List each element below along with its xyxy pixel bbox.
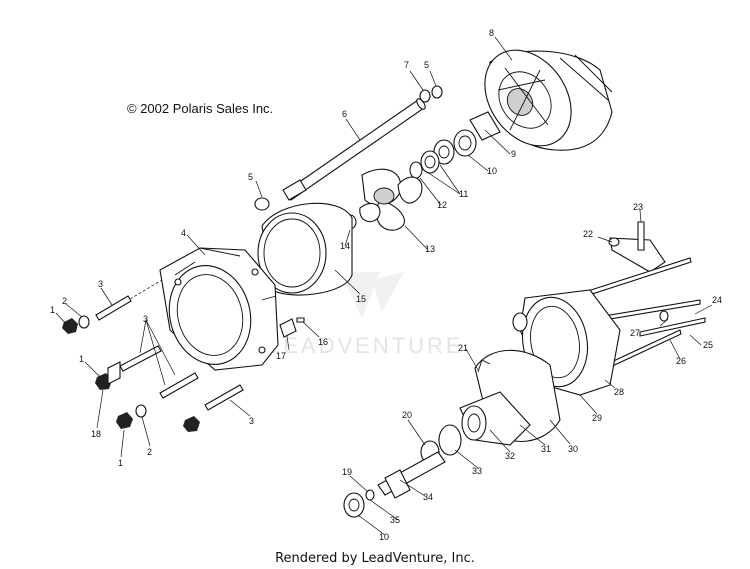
callout-c28: 28 xyxy=(614,387,624,397)
callout-c10b: 10 xyxy=(379,532,389,542)
callout-c22: 22 xyxy=(583,229,593,239)
callout-c2a: 2 xyxy=(62,296,67,306)
o-ring-part-5-top xyxy=(431,85,443,99)
callout-c29: 29 xyxy=(592,413,602,423)
callout-c33: 33 xyxy=(472,466,482,476)
leader-lines xyxy=(55,36,713,536)
bearing-part-35 xyxy=(343,492,365,518)
callout-c13: 13 xyxy=(425,244,435,254)
ring-part-7 xyxy=(419,89,431,103)
callout-c18: 18 xyxy=(91,429,101,439)
wear-ring-part xyxy=(257,202,353,296)
bracket-part xyxy=(608,221,666,273)
callout-c5b: 5 xyxy=(248,172,253,182)
nuts-washers-part xyxy=(62,315,200,432)
callout-c11: 11 xyxy=(459,189,468,199)
callout-c3b: 3 xyxy=(143,314,148,324)
callout-c16: 16 xyxy=(318,337,328,347)
callout-c2b: 2 xyxy=(147,447,152,457)
o-ring-part-5-mid xyxy=(254,197,270,211)
callout-c9: 9 xyxy=(511,149,516,159)
spacer-screw-part xyxy=(279,317,305,338)
bearing-carrier-part xyxy=(459,391,531,446)
callout-c14: 14 xyxy=(340,241,350,251)
callout-c17: 17 xyxy=(276,351,286,361)
drive-shaft-part xyxy=(282,98,426,201)
watermark-text: LEADVENTURE xyxy=(268,333,464,358)
callout-c19: 19 xyxy=(342,467,352,477)
footer-credit: Rendered by LeadVenture, Inc. xyxy=(275,551,475,566)
bearings-seals-part xyxy=(409,129,477,179)
output-shaft-part xyxy=(377,451,446,499)
callout-c24: 24 xyxy=(712,295,722,305)
callout-c1a: 1 xyxy=(50,305,55,315)
callout-c15: 15 xyxy=(356,294,366,304)
callout-c26: 26 xyxy=(676,356,686,366)
callout-c30: 30 xyxy=(568,444,578,454)
callout-c32: 32 xyxy=(505,451,515,461)
watermark-logo xyxy=(340,272,404,318)
callout-c8a: 8 xyxy=(489,28,494,38)
callout-c4: 4 xyxy=(181,228,186,238)
pump-housing-part xyxy=(469,49,613,151)
callout-c1c: 1 xyxy=(118,458,123,468)
copyright-text: © 2002 Polaris Sales Inc. xyxy=(127,101,274,116)
callout-c21: 21 xyxy=(458,343,468,353)
callout-c1b: 1 xyxy=(79,354,84,364)
o-ring-part-33 xyxy=(438,424,462,456)
callout-c5a: 5 xyxy=(424,60,429,70)
callout-c6: 6 xyxy=(342,109,347,119)
callout-c35: 35 xyxy=(390,515,400,525)
callout-c27: 27 xyxy=(630,328,640,338)
impeller-part xyxy=(359,168,423,231)
callout-c23: 23 xyxy=(633,202,643,212)
callout-c12: 12 xyxy=(437,200,447,210)
callout-c31: 31 xyxy=(541,444,551,454)
callout-c3a: 3 xyxy=(98,279,103,289)
stator-housing-part xyxy=(159,247,279,371)
callout-c34: 34 xyxy=(423,492,433,502)
callout-c3c: 3 xyxy=(249,416,254,426)
studs-part xyxy=(95,279,244,411)
callout-c25: 25 xyxy=(703,340,713,350)
callout-c7: 7 xyxy=(404,60,409,70)
callout-c20: 20 xyxy=(402,410,412,420)
callout-c10a: 10 xyxy=(487,166,497,176)
